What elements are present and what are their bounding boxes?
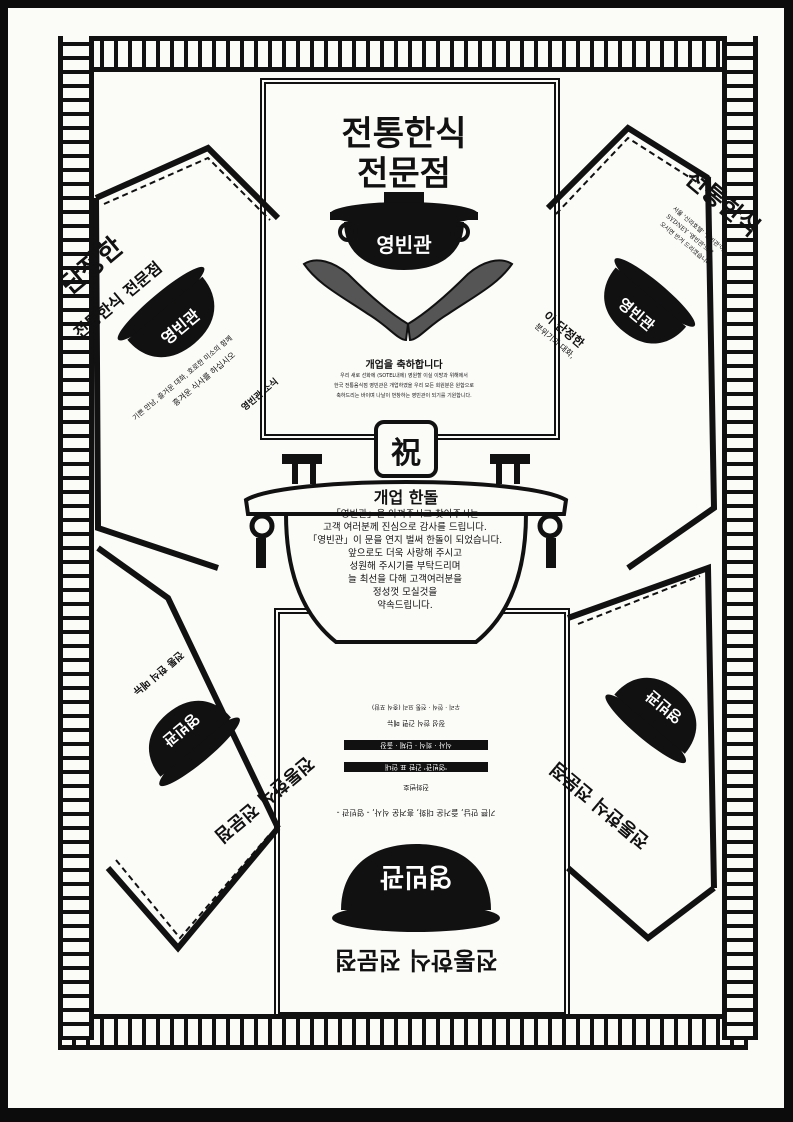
center-pot-frame	[243, 420, 569, 644]
right-pot-icon: 영빈관	[604, 258, 696, 344]
announce-line2: 한국 전통음식점 영빈관은 개업하였을 우리 모든 회원분은 원합으로	[334, 383, 474, 389]
left-panel: 단정한 전통한식 전문점 영빈관 기쁜 만남, 즐거운 대화, 호로한 미소의 …	[21, 156, 354, 499]
center-heading: 개업 한돌	[373, 488, 439, 507]
bottom-row: 식사 · 회식 · 단체 · 출장	[344, 740, 488, 750]
svg-text:영빈관: 영빈관	[376, 233, 432, 257]
top-title-line1: 전통한식	[341, 114, 467, 154]
center-body: 「영빈관」을 아껴주시고 찾아주시는 고객 여러분께 진심으로 감사를 드립니다…	[270, 508, 540, 612]
bottom-row: 정성 한식 간편 메뉴	[386, 719, 446, 727]
announce-line3: 축하드리는 바이며 나날이 번창하는 영빈관이 되기를 기원합니다.	[336, 393, 472, 399]
bottom-title: 전통한식 전문점	[334, 946, 498, 975]
right-panel: 전통한식 서울 '신라호텔' '영빈관'이 SYDNEY '영빈관'으로 오시면…	[460, 140, 784, 516]
bottom-slogan: 기쁜 만남, 즐거운 대화, 흥겨운 식사, - 영빈관 -	[336, 808, 496, 817]
body-line: 성원해 주시기를 부탁드리며	[349, 561, 461, 572]
bottom-left-menu: 전통 한식 메뉴	[130, 648, 186, 697]
svg-text:영빈관: 영빈관	[380, 861, 452, 891]
bottom-panel: 전통한식 전문점 영빈관 기쁜 만남, 즐거운 대화, 흥겨운 식사, - 영빈…	[284, 618, 548, 998]
announce-line1: 우리 새로 선화에 (SOTEL내에) 영원할 이실 이방과 위해에서	[340, 373, 468, 379]
bottom-right-title: 전통한식 전문점	[546, 757, 654, 853]
body-line: 「영빈관」이 문을 연지 벌써 한돌이 되었습니다.	[307, 535, 503, 546]
bottom-pot-icon: 영빈관	[332, 844, 500, 932]
body-line: 정성껏 모실것을	[372, 587, 438, 598]
bottom-right-pot-icon: 영빈관	[605, 677, 697, 764]
body-line: 고객 여러분께 진심으로 감사를 드립니다.	[323, 522, 487, 533]
border-right	[722, 36, 758, 1040]
bottom-row: 우리 · 한식 · 전통 요리 (중식 포함)	[371, 703, 461, 710]
paper-sheet: 전통한식 전문점 영빈관 개업을 축하합니다 우리 새로 선화에 (SOTEL내…	[8, 8, 784, 1108]
body-line: 앞으로도 더욱 사랑해 주시고	[348, 548, 462, 559]
bottom-right-panel: 영빈관 전통한식 전문점	[489, 584, 784, 892]
announce-title: 개업을 축하합니다	[365, 360, 443, 371]
center-character: 祝	[391, 436, 421, 471]
bottom-left-panel: 영빈관 전통한식 전문점 전통 한식 메뉴	[35, 581, 340, 896]
left-footer: 영빈관 소식	[240, 377, 281, 414]
border-left	[58, 36, 94, 1040]
left-pot-icon: 영빈관	[117, 266, 215, 358]
body-line: 「영빈관」을 아껴주시고 찾아주시는	[331, 509, 479, 520]
body-line: 약속드립니다.	[377, 600, 433, 611]
diagonal-panels	[93, 124, 718, 953]
hands-illustration	[302, 259, 514, 342]
bottom-phone-label: 전화번호	[403, 783, 429, 791]
body-line: 늘 최선을 다해 고객여러분을	[348, 574, 462, 585]
bottom-row: '영빈관' 간판 표 안내	[344, 762, 488, 772]
bottom-left-pot-icon: 영빈관	[148, 700, 240, 787]
top-title-line2: 전문점	[357, 154, 451, 194]
border-top	[58, 36, 748, 72]
top-pot-icon: 영빈관	[330, 192, 478, 270]
